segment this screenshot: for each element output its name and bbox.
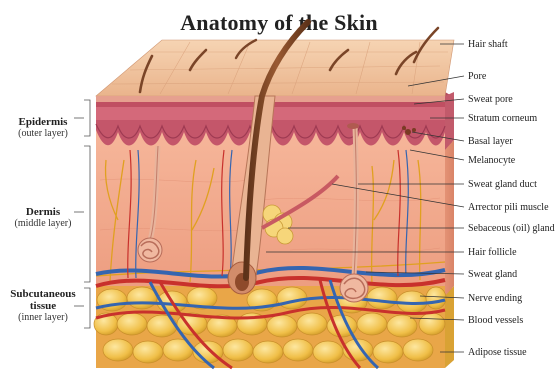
section-dermis: Dermis (middle layer) — [0, 206, 88, 230]
label-sweat-pore: Sweat pore — [468, 94, 513, 106]
adipose-cells — [94, 287, 446, 363]
section-epidermis-note: (outer layer) — [18, 128, 68, 139]
label-adipose-tissue: Adipose tissue — [468, 347, 527, 359]
label-arrector-pili: Arrector pili muscle — [468, 202, 549, 214]
section-subcutaneous-note: (inner layer) — [18, 312, 68, 323]
label-hair-follicle: Hair follicle — [468, 247, 517, 259]
section-epidermis-name: Epidermis — [0, 116, 88, 128]
side-face — [445, 92, 454, 368]
label-sweat-gland-duct: Sweat gland duct — [468, 179, 537, 191]
section-epidermis: Epidermis (outer layer) — [0, 116, 88, 140]
section-subcutaneous-name: Subcutaneous tissue — [6, 288, 80, 312]
section-dermis-note: (middle layer) — [15, 218, 72, 229]
label-blood-vessels: Blood vessels — [468, 315, 523, 327]
label-nerve-ending: Nerve ending — [468, 293, 522, 305]
label-pore: Pore — [468, 71, 486, 83]
label-hair-shaft: Hair shaft — [468, 39, 508, 51]
section-subcutaneous: Subcutaneous tissue (inner layer) — [0, 288, 88, 324]
label-melanocyte: Melanocyte — [468, 155, 515, 167]
label-stratum-corneum: Stratum corneum — [468, 113, 537, 125]
label-sweat-gland: Sweat gland — [468, 269, 517, 281]
label-basal-layer: Basal layer — [468, 136, 513, 148]
label-sebaceous-gland: Sebaceous (oil) gland — [468, 223, 555, 235]
section-dermis-name: Dermis — [0, 206, 88, 218]
